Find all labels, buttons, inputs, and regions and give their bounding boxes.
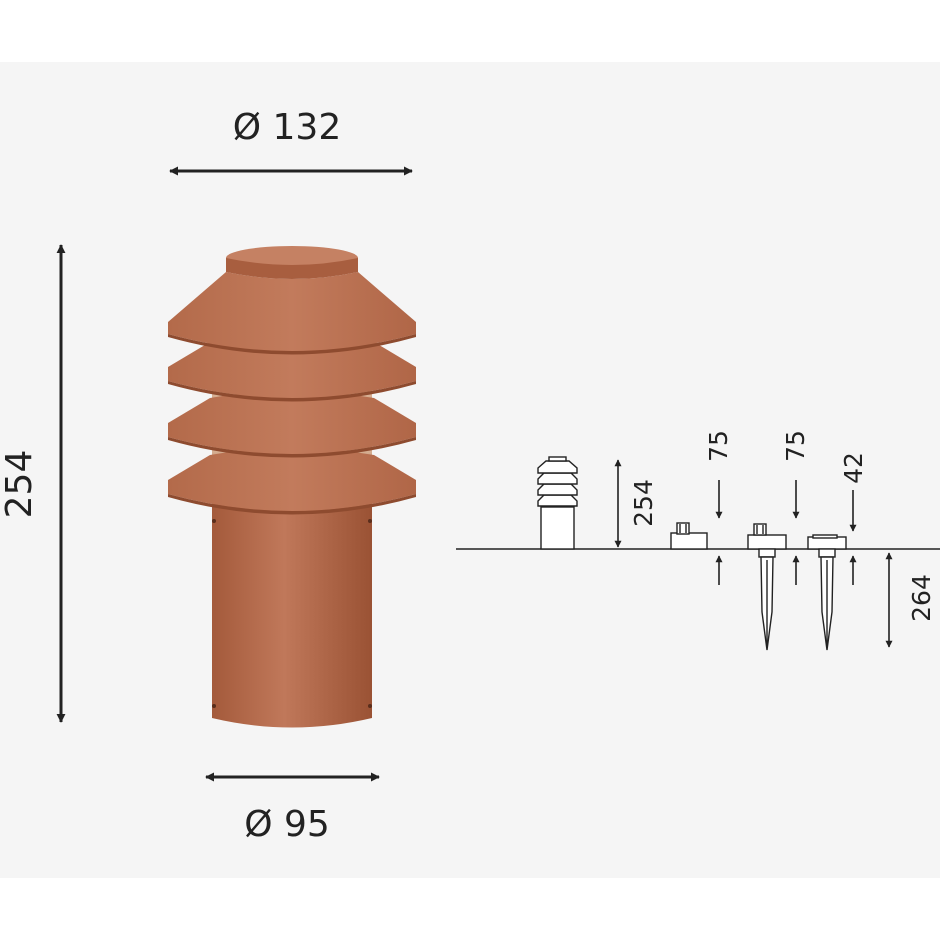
ground-spike-b-icon [747, 523, 787, 651]
diagram-stage [0, 62, 940, 878]
base-c-height-label: 42 [839, 452, 868, 484]
installation-diagram [456, 456, 940, 651]
spike-depth-label: 264 [907, 574, 936, 622]
surface-height-label: 254 [629, 479, 658, 527]
top-diameter-label: Ø 132 [233, 107, 342, 148]
base-b-height-label: 75 [781, 430, 810, 462]
surface-base-icon [670, 522, 708, 550]
mini-bollard-icon [537, 456, 578, 550]
bottom-diameter-label: Ø 95 [244, 804, 330, 845]
height-label: 254 [0, 450, 40, 519]
ground-spike-c-icon [807, 534, 847, 651]
base-a-height-label: 75 [704, 430, 733, 462]
bollard-illustration [168, 246, 416, 728]
